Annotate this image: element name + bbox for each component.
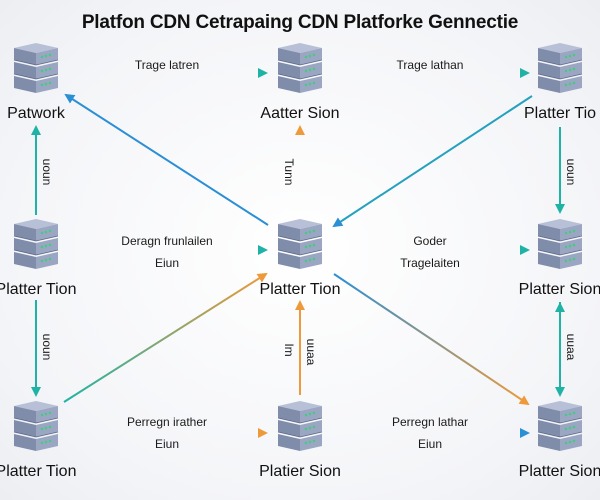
server-stack-icon	[6, 218, 66, 278]
server-node-ml[interactable]	[6, 218, 66, 278]
edge-label-v-center-top: Tunn	[282, 158, 296, 186]
edge-label-v-right-top: uoun	[564, 158, 578, 186]
edge-label-v-left-top: uoun	[40, 158, 54, 186]
edge-label-v-center-bottom-b: uuaa	[304, 338, 318, 366]
server-stack-icon	[530, 400, 590, 460]
edge-label-v-center-bottom-a: Im	[282, 343, 296, 357]
edge-label-mid-right-bottom: Tragelaiten	[400, 256, 460, 270]
node-label-mc: Platter Tion	[259, 281, 341, 298]
node-label-mr: Platter Sion	[518, 281, 600, 298]
node-label-tl: Patwork	[7, 105, 65, 122]
node-label-tc: Aatter Sion	[260, 105, 340, 122]
edge-tr-mc	[332, 95, 533, 228]
server-stack-icon	[270, 218, 330, 278]
node-label-br: Platter Sion	[518, 463, 600, 480]
edge-label-bot-right-bottom: Eiun	[417, 437, 443, 451]
server-node-mr[interactable]	[530, 218, 590, 278]
edge-label-bot-left-bottom: Eiun	[154, 437, 180, 451]
node-label-bl: Platter Tion	[0, 463, 77, 480]
node-label-tr: Platter Tio	[523, 105, 597, 122]
edge-label-mid-left-top: Deragn frunlailen	[121, 234, 213, 248]
server-stack-icon	[270, 400, 330, 460]
edge-mc-br	[333, 273, 530, 406]
server-node-bc[interactable]	[270, 400, 330, 460]
server-stack-icon	[530, 218, 590, 278]
edge-label-top-right: Trage lathan	[396, 58, 464, 72]
edge-label-bot-left-top: Perregn irather	[126, 415, 208, 429]
server-node-tr[interactable]	[530, 42, 590, 102]
edge-mc-tl	[64, 93, 269, 226]
diagram-title: Platfon CDN Cetrapaing CDN Platforke Gen…	[81, 12, 519, 33]
server-node-br[interactable]	[530, 400, 590, 460]
server-stack-icon	[6, 42, 66, 102]
server-node-tl[interactable]	[6, 42, 66, 102]
server-node-bl[interactable]	[6, 400, 66, 460]
server-stack-icon	[6, 400, 66, 460]
server-node-mc[interactable]	[270, 218, 330, 278]
server-stack-icon	[270, 42, 330, 102]
edge-label-bot-right-top: Perregn lathar	[391, 415, 469, 429]
server-stack-icon	[530, 42, 590, 102]
edge-label-mid-left-bottom: Eiun	[154, 256, 180, 270]
server-node-tc[interactable]	[270, 42, 330, 102]
edge-bl-mc	[63, 272, 268, 403]
edge-label-v-left-bottom: uoun	[40, 333, 54, 361]
node-label-bc: Platier Sion	[259, 463, 341, 480]
edge-label-v-right-bottom: uuaa	[564, 333, 578, 361]
node-label-ml: Platter Tion	[0, 281, 77, 298]
edge-label-mid-right-top: Goder	[413, 234, 447, 248]
edge-label-top-left: Trage latren	[134, 58, 200, 72]
